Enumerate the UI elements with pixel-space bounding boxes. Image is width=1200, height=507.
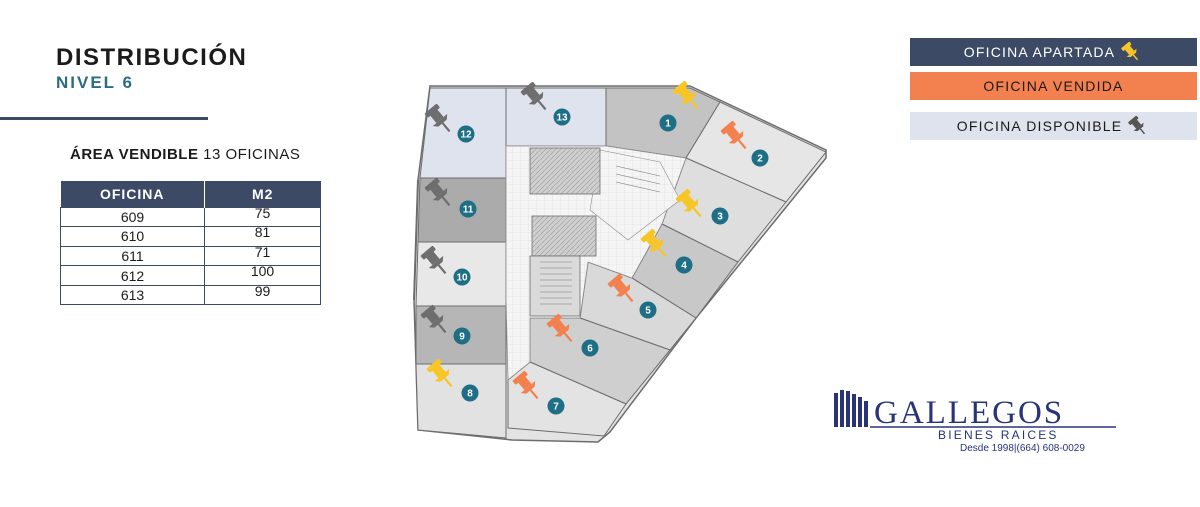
table-row: 612 100 <box>60 264 321 286</box>
office-marker-number: 4 <box>681 261 687 272</box>
office-marker-number: 1 <box>665 119 671 130</box>
restroom-core <box>529 147 601 195</box>
office-marker-number: 7 <box>553 402 559 413</box>
vendida-pin-icon <box>607 273 634 303</box>
stair-core <box>531 215 597 257</box>
office-marker-circle <box>457 125 475 143</box>
legend-reserved: OFICINA APARTADA <box>910 38 1197 66</box>
apartada-pin-icon <box>675 188 702 218</box>
table-row: 613 99 <box>60 284 321 306</box>
office-marker-number: 13 <box>556 113 568 124</box>
vendida-pin-icon <box>720 120 747 150</box>
office-marker-circle <box>461 384 479 402</box>
office-marker-number: 5 <box>645 306 651 317</box>
yellow-pin-icon <box>1121 41 1139 61</box>
office-number: 612 <box>60 265 205 286</box>
sellable-area-label: ÁREA VENDIBLE <box>70 146 199 163</box>
building-mark-icon <box>834 390 868 427</box>
office-marker-circle <box>751 149 769 167</box>
apartada-pin-icon <box>672 80 699 110</box>
logo-tagline: BIENES RAICES <box>938 428 1059 442</box>
office-number: 610 <box>60 226 205 247</box>
gray-pin-icon <box>1128 115 1146 135</box>
title-divider <box>0 117 208 120</box>
office-marker-number: 12 <box>460 130 472 141</box>
legend-available-label: OFICINA DISPONIBLE <box>956 118 1123 134</box>
page-title: DISTRIBUCIÓN <box>56 44 248 71</box>
disponible-pin-icon <box>424 177 451 207</box>
office-marker-circle <box>581 339 599 357</box>
disponible-pin-icon <box>520 81 547 111</box>
gallegos-logo: GALLEGOS BIENES RAICES Desde 1998|(664) … <box>834 390 1116 454</box>
vendida-pin-icon <box>512 370 539 400</box>
disponible-pin-icon <box>424 103 451 133</box>
diagonal-hallway <box>589 149 681 241</box>
logo-name: GALLEGOS <box>874 395 1064 431</box>
office-marker-circle <box>639 301 657 319</box>
office-marker-number: 10 <box>456 273 468 284</box>
stair-treads <box>540 165 661 305</box>
office-number: 613 <box>60 284 205 306</box>
office-marker-number: 2 <box>757 154 763 165</box>
office-marker-circle <box>453 327 471 345</box>
office-marker-circle <box>711 207 729 225</box>
office-number: 611 <box>60 245 205 267</box>
office-marker-circle <box>547 397 565 415</box>
office-marker-circle <box>659 114 677 132</box>
office-marker-number: 6 <box>587 344 593 355</box>
legend-sold-label: OFICINA VENDIDA <box>983 78 1124 94</box>
office-marker-circle <box>675 256 693 274</box>
legend-sold: OFICINA VENDIDA <box>910 72 1197 100</box>
office-area: 99 <box>204 284 321 306</box>
apartada-pin-icon <box>426 358 453 388</box>
disponible-pin-icon <box>420 245 447 275</box>
table-row: 611 71 <box>60 245 321 267</box>
table-row: 609 75 <box>60 206 321 228</box>
sellable-area-value: 13 OFICINAS <box>203 146 301 163</box>
office-marker-number: 8 <box>467 389 473 400</box>
office-marker-circle <box>553 108 571 126</box>
page-subtitle: NIVEL 6 <box>56 73 134 92</box>
column-header-oficina: OFICINA <box>60 181 205 207</box>
office-number: 609 <box>60 206 205 228</box>
legend-reserved-label: OFICINA APARTADA <box>963 44 1116 60</box>
column-header-m2: M2 <box>204 181 321 207</box>
office-marker-circle <box>459 200 477 218</box>
office-marker-circle <box>453 268 471 286</box>
office-marker-number: 11 <box>463 205 474 216</box>
apartada-pin-icon <box>640 228 667 258</box>
office-area-table: OFICINA M2 609 75 610 81 611 71 612 100 … <box>60 181 321 306</box>
office-marker-number: 9 <box>459 332 465 343</box>
office-unit-8 <box>415 363 507 439</box>
legend-available: OFICINA DISPONIBLE <box>910 112 1197 140</box>
disponible-pin-icon <box>420 304 447 334</box>
sellable-area-summary: ÁREA VENDIBLE 13 OFICINAS <box>70 146 300 163</box>
table-header-row: OFICINA M2 <box>60 181 321 207</box>
office-marker-number: 3 <box>717 212 723 223</box>
wall-left-edge <box>413 179 419 301</box>
logo-contact: Desde 1998|(664) 608-0029 <box>960 443 1085 454</box>
vendida-pin-icon <box>546 313 573 343</box>
table-row: 610 81 <box>60 225 321 247</box>
